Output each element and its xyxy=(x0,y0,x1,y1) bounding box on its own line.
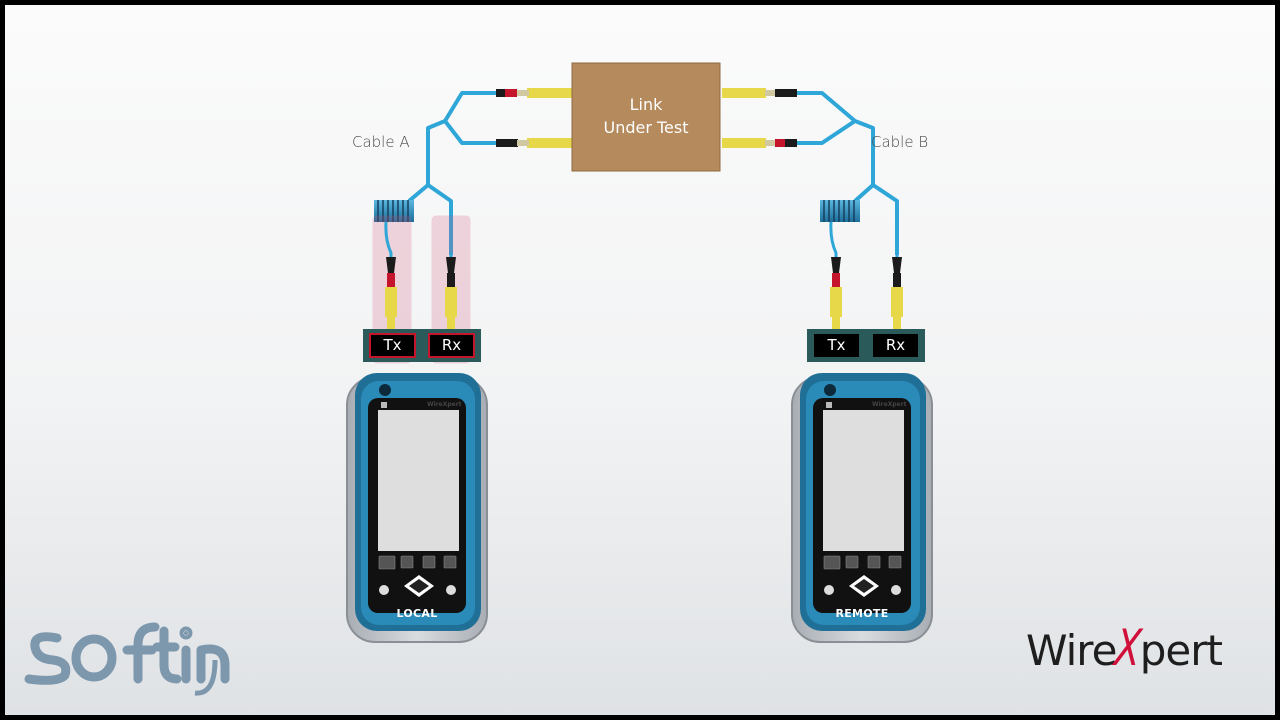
cable-a-branch xyxy=(407,91,500,255)
wirexpert-logo-pre: Wire xyxy=(1026,626,1117,675)
softing-logo xyxy=(24,622,230,685)
wirexpert-logo: WireXpert xyxy=(1026,619,1223,677)
diagram-canvas: Cable A Cable B Link Under Test Tx Rx Tx… xyxy=(5,5,1275,715)
remote-rx-port-label: Rx xyxy=(885,336,906,354)
wirexpert-logo-x: X xyxy=(1112,619,1144,677)
link-under-test-line2: Under Test xyxy=(603,118,689,137)
local-tester-device xyxy=(346,373,488,643)
connector-right-top xyxy=(722,88,797,98)
remote-power-led xyxy=(824,384,836,396)
link-under-test-line1: Link xyxy=(629,95,663,114)
softing-logo-tail xyxy=(194,659,218,696)
connector-left-top xyxy=(496,88,573,98)
local-pigtails xyxy=(384,221,453,257)
local-power-led xyxy=(379,384,391,396)
cable-b-label: Cable B xyxy=(871,133,929,151)
local-device-label: LOCAL xyxy=(396,607,438,620)
wirexpert-logo-post: pert xyxy=(1139,626,1223,675)
connector-right-bottom xyxy=(722,138,797,148)
remote-device-label: REMOTE xyxy=(835,607,889,620)
remote-rx-connector xyxy=(891,257,903,329)
remote-pigtails xyxy=(829,221,899,257)
remote-fiber-spool xyxy=(820,200,860,222)
remote-tx-connector xyxy=(830,257,842,329)
local-port-module xyxy=(363,329,481,362)
local-tx-connector xyxy=(385,257,397,329)
remote-function-keys xyxy=(823,555,902,570)
local-function-keys xyxy=(378,555,457,570)
remote-port-module xyxy=(807,329,925,362)
cable-b-branch xyxy=(795,91,899,255)
link-under-test-box xyxy=(571,62,721,172)
local-rx-port-label: Rx xyxy=(441,336,462,354)
fiber-test-diagram xyxy=(24,62,933,696)
remote-device-brand: WireXpert xyxy=(872,401,907,408)
local-screen xyxy=(378,410,459,551)
remote-screen xyxy=(823,410,904,551)
cable-a-label: Cable A xyxy=(352,133,410,151)
local-rx-connector xyxy=(445,257,457,329)
local-device-brand: WireXpert xyxy=(427,401,462,408)
connector-left-bottom xyxy=(496,138,573,148)
remote-tx-port-label: Tx xyxy=(827,336,846,354)
local-fiber-spool xyxy=(374,200,414,222)
local-tx-port-label: Tx xyxy=(383,336,402,354)
remote-tester-device xyxy=(791,373,933,643)
